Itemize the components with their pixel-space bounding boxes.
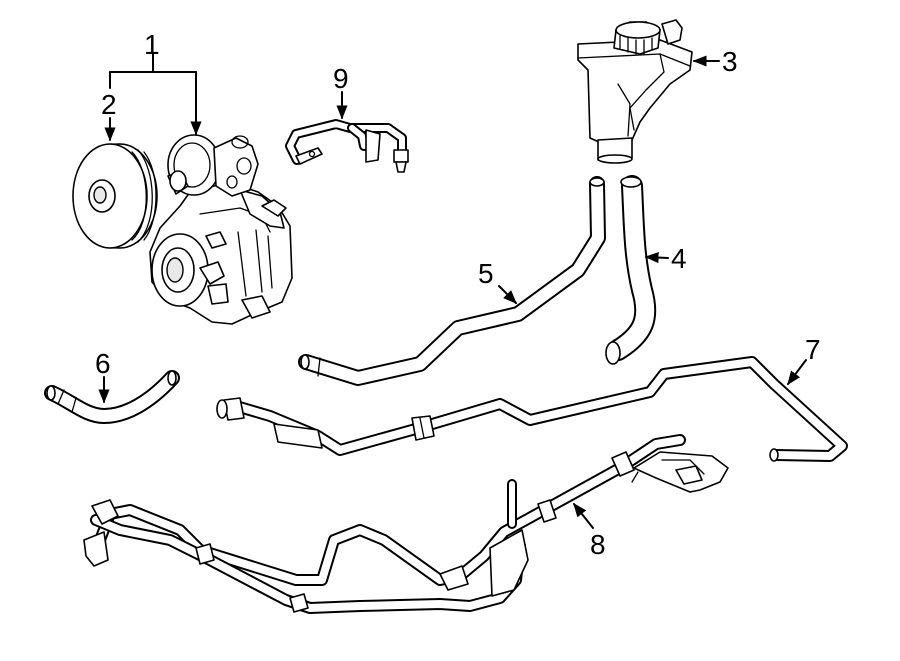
pulley-part-2 <box>72 143 158 249</box>
hose-part-5 <box>298 176 606 386</box>
reservoir-part-3 <box>577 19 693 164</box>
callout-7: 7 <box>805 334 821 365</box>
hose-part-4 <box>605 175 657 365</box>
callout-9: 9 <box>333 63 349 94</box>
return-line-part-8 <box>83 434 729 614</box>
callout-4: 4 <box>671 243 687 274</box>
hose-part-6 <box>44 370 180 424</box>
callout-1: 1 <box>144 29 160 60</box>
callout-5: 5 <box>478 258 494 289</box>
callout-2: 2 <box>101 89 117 120</box>
bracket-tube-part-9 <box>285 119 409 173</box>
callout-6: 6 <box>95 348 111 379</box>
callout-leaders <box>98 53 807 529</box>
callout-3: 3 <box>722 46 738 77</box>
callout-8: 8 <box>590 529 606 560</box>
steering-pump-part-1 <box>149 134 293 325</box>
pressure-line-part-7 <box>216 356 848 462</box>
